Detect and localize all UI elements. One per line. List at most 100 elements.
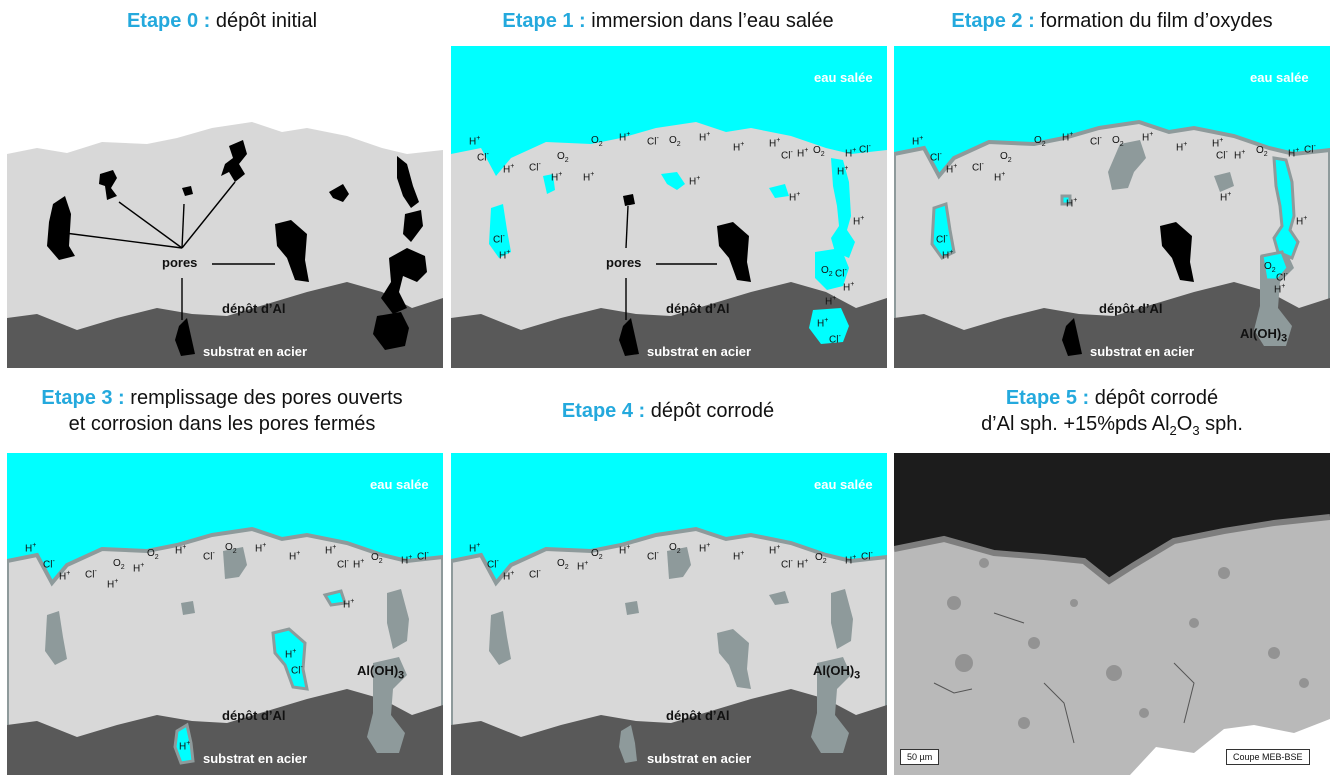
stage-text: formation du film d’oxydes <box>1040 10 1273 32</box>
proton-ion-label: H+ <box>583 171 595 184</box>
deposit-label: dépôt d’Al <box>666 301 730 316</box>
arrows-group <box>625 205 717 320</box>
chloride-ion-label: Cl- <box>1216 149 1228 162</box>
stage-5-title: Etape 5 : dépôt corrodé d’Al sph. +15%pd… <box>890 385 1334 444</box>
oxygen-label: O2 <box>1264 261 1276 275</box>
chloride-ion-label: Cl- <box>835 267 847 280</box>
oxygen-label: O2 <box>1000 151 1012 165</box>
chloride-ion-label: Cl- <box>85 568 97 581</box>
stage-2-title: Etape 2 : formation du film d’oxydes <box>890 8 1334 34</box>
panel-stage-1: eau salée pores dépôt d’Al substrat en a… <box>451 46 887 368</box>
proton-ion-label: H+ <box>946 163 958 176</box>
pores-group <box>619 194 751 356</box>
proton-ion-label: H+ <box>503 163 515 176</box>
oxygen-label: O2 <box>225 542 237 556</box>
chloride-ion-label: Cl- <box>861 550 873 563</box>
pores-group <box>47 140 427 356</box>
proton-ion-label: H+ <box>577 560 589 573</box>
proton-ion-label: H+ <box>789 191 801 204</box>
stage-text: dépôt corrodé <box>650 400 775 422</box>
proton-ion-label: H+ <box>1234 149 1246 162</box>
proton-ion-label: H+ <box>1142 131 1154 144</box>
proton-ion-label: H+ <box>107 578 119 591</box>
proton-ion-label: H+ <box>551 171 563 184</box>
panel-stage-2: eau salée dépôt d’Al Al(OH)3 substrat en… <box>894 46 1330 368</box>
proton-ion-label: H+ <box>503 570 515 583</box>
proton-ion-label: H+ <box>733 550 745 563</box>
seawater-infiltration <box>173 589 347 765</box>
stage-text: dépôt corrodé <box>1094 387 1219 409</box>
proton-ion-label: H+ <box>619 544 631 557</box>
proton-ion-label: H+ <box>1220 191 1232 204</box>
chloride-ion-label: Cl- <box>781 149 793 162</box>
chloride-ion-label: Cl- <box>43 558 55 571</box>
oxygen-label: O2 <box>821 265 833 279</box>
chloride-ion-label: Cl- <box>936 233 948 246</box>
chloride-ion-label: Cl- <box>529 568 541 581</box>
proton-ion-label: H+ <box>837 165 849 178</box>
chloride-ion-label: Cl- <box>930 151 942 164</box>
stage-3-title: Etape 3 : remplissage des pores ouverts … <box>0 385 444 437</box>
stage-key: Etape 0 : <box>126 10 211 32</box>
proton-ion-label: H+ <box>699 131 711 144</box>
hydroxide-label: Al(OH)3 <box>1240 326 1288 345</box>
panel-stage-3-illustration <box>7 453 443 775</box>
proton-ion-label: H+ <box>469 542 481 555</box>
proton-ion-label: H+ <box>343 598 355 611</box>
panel-stage-4: eau salée dépôt d’Al Al(OH)3 substrat en… <box>451 453 887 775</box>
seawater-label: eau salée <box>370 477 429 492</box>
proton-ion-label: H+ <box>1062 131 1074 144</box>
pores-label: pores <box>162 255 198 270</box>
chloride-ion-label: Cl- <box>647 550 659 563</box>
proton-ion-label: H+ <box>619 131 631 144</box>
proton-ion-label: H+ <box>769 137 781 150</box>
chloride-ion-label: Cl- <box>487 558 499 571</box>
chloride-ion-label: Cl- <box>829 333 841 346</box>
oxygen-label: O2 <box>669 542 681 556</box>
oxygen-label: O2 <box>1112 135 1124 149</box>
proton-ion-label: H+ <box>797 558 809 571</box>
proton-ion-label: H+ <box>825 295 837 308</box>
stage-key: Etape 3 : <box>41 387 125 409</box>
proton-ion-label: H+ <box>499 249 511 262</box>
oxygen-label: O2 <box>1034 135 1046 149</box>
stage-key: Etape 5 : <box>1005 387 1090 409</box>
chloride-ion-label: Cl- <box>203 550 215 563</box>
proton-ion-label: H+ <box>353 558 365 571</box>
deposit-label: dépôt d’Al <box>222 708 286 723</box>
chloride-ion-label: Cl- <box>859 143 871 156</box>
proton-ion-label: H+ <box>285 648 297 661</box>
panel-stage-1-illustration <box>451 46 887 368</box>
proton-ion-label: H+ <box>175 544 187 557</box>
proton-ion-label: H+ <box>942 249 954 262</box>
panel-stage-0: pores dépôt d’Al substrat en acier <box>7 46 443 368</box>
pores-group <box>1062 222 1194 356</box>
seawater-infiltration <box>489 158 855 344</box>
proton-ion-label: H+ <box>699 542 711 555</box>
stage-text: dépôt initial <box>215 10 318 32</box>
stage-key: Etape 2 : <box>951 10 1035 32</box>
proton-ion-label: H+ <box>133 562 145 575</box>
panel-stage-0-illustration <box>7 122 443 368</box>
proton-ion-label: H+ <box>1176 141 1188 154</box>
substrate-label: substrat en acier <box>647 344 752 359</box>
proton-ion-label: H+ <box>1274 283 1286 296</box>
stage-text: immersion dans l’eau salée <box>591 10 834 32</box>
proton-ion-label: H+ <box>1288 147 1300 160</box>
panel-stage-2-illustration <box>894 46 1330 368</box>
seawater-label: eau salée <box>1250 70 1309 85</box>
stage-text: remplissage des pores ouverts <box>130 387 403 409</box>
oxygen-label: O2 <box>113 558 125 572</box>
proton-ion-label: H+ <box>1296 215 1308 228</box>
proton-ion-label: H+ <box>994 171 1006 184</box>
proton-ion-label: H+ <box>255 542 267 555</box>
chloride-ion-label: Cl- <box>1276 271 1288 284</box>
proton-ion-label: H+ <box>25 542 37 555</box>
chloride-ion-label: Cl- <box>337 558 349 571</box>
substrate-label: substrat en acier <box>647 751 752 766</box>
proton-ion-label: H+ <box>733 141 745 154</box>
oxygen-label: O2 <box>147 548 159 562</box>
hydroxide-label: Al(OH)3 <box>813 663 861 682</box>
chloride-ion-label: Cl- <box>972 161 984 174</box>
panel-stage-4-illustration <box>451 453 887 775</box>
